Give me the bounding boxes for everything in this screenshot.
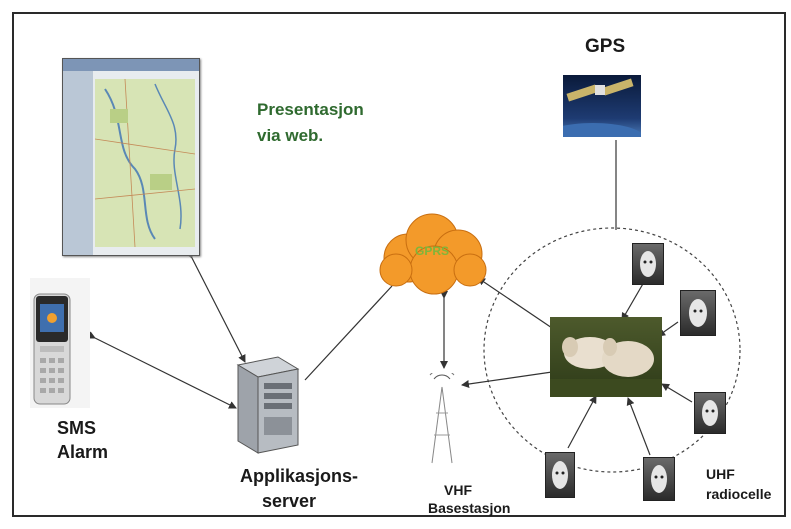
- sheep-photo: [643, 457, 675, 501]
- uhf-label-line1: UHF: [706, 466, 735, 482]
- link-flock-tower: [461, 371, 553, 388]
- uhf-radiocell-boundary: [483, 227, 741, 473]
- link-flock-cloud: [477, 277, 556, 331]
- web-map-screenshot: [62, 58, 200, 256]
- sheep-photo: [680, 290, 716, 336]
- link-sheep4-flock: [567, 395, 597, 449]
- link-server-cloud: [304, 285, 393, 381]
- sheep-flock-photo: [550, 317, 662, 397]
- presentation-label-line2: via web.: [257, 126, 324, 145]
- sheep-photo: [632, 243, 664, 285]
- sms-label-line2: Alarm: [57, 442, 109, 462]
- server-icon: [236, 356, 300, 454]
- link-sheep1-flock: [621, 281, 645, 321]
- uhf-label-line2: radiocelle: [706, 486, 772, 502]
- link-phone-server: [86, 331, 237, 409]
- satellite-icon: [563, 75, 641, 137]
- server-label-line2: server: [262, 491, 317, 511]
- presentation-label-line1: Presentasjon: [257, 100, 364, 119]
- map-view: [95, 79, 195, 247]
- gps-label: GPS: [585, 36, 626, 57]
- gprs-label: GPRS: [414, 244, 449, 258]
- sms-label-line1: SMS: [57, 418, 97, 438]
- link-sheep3-flock: [661, 383, 693, 403]
- sheep-photo: [694, 392, 726, 434]
- server-label-line1: Applikasjons-: [240, 466, 359, 486]
- gprs-cloud: [379, 213, 487, 295]
- link-web-server: [185, 249, 246, 363]
- vhf-label-line2: Basestasjon: [428, 500, 511, 516]
- sheep-photo: [545, 452, 575, 498]
- browser-toolbar: [63, 59, 199, 71]
- vhf-label-line1: VHF: [444, 482, 472, 498]
- radio-tower-icon: [429, 373, 455, 464]
- mobile-phone-icon: [30, 278, 90, 408]
- link-sheep5-flock: [626, 397, 651, 456]
- browser-sidebar: [63, 71, 93, 255]
